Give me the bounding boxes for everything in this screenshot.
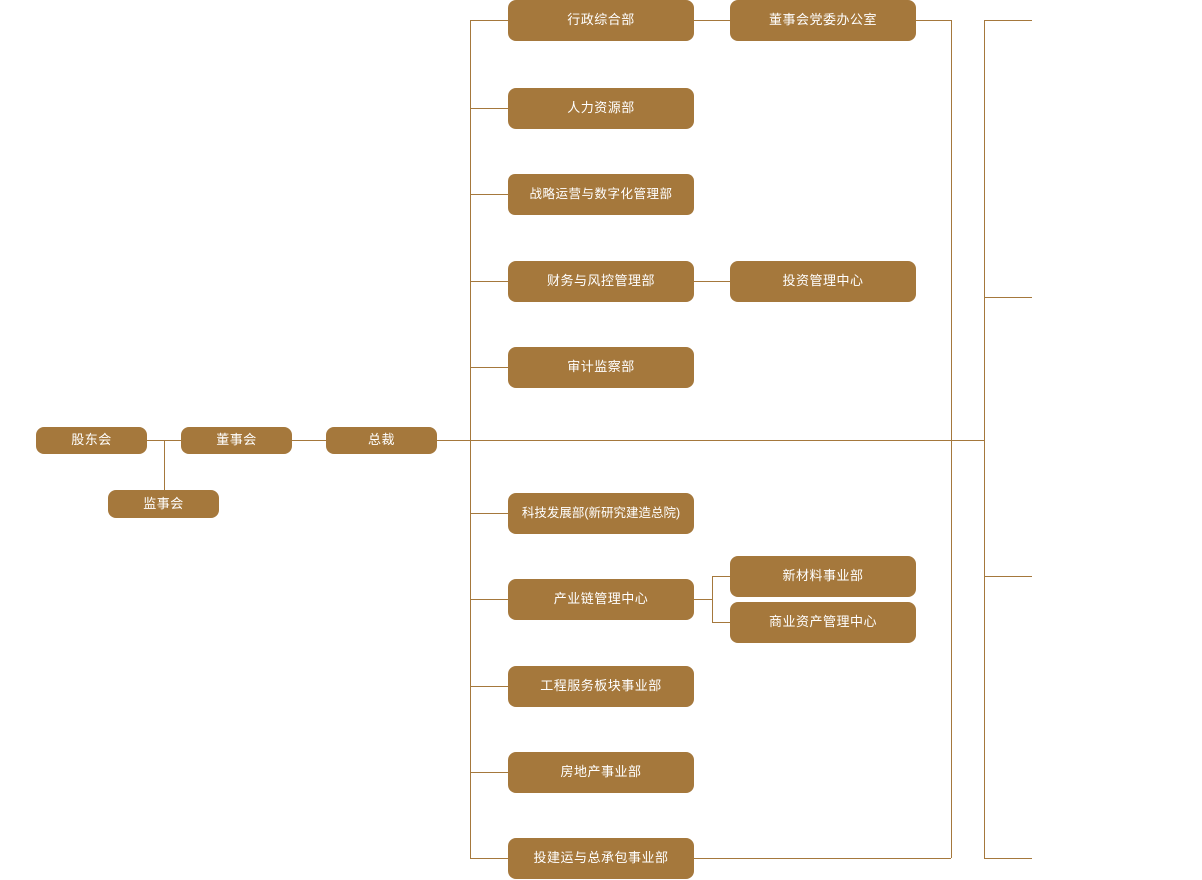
- connector-trunk-to-industry-chain: [470, 599, 508, 600]
- connector-trunk-to-strategy-digital: [470, 194, 508, 195]
- connector-industry-chain-bracket: [712, 576, 713, 622]
- connector-outer-right-rail: [984, 20, 985, 858]
- node-supervisory-board[interactable]: 监事会: [108, 490, 219, 518]
- node-real-estate-division[interactable]: 房地产事业部: [508, 752, 694, 793]
- node-shareholders-meeting[interactable]: 股东会: [36, 427, 147, 454]
- connector-president-spine: [437, 440, 984, 441]
- connector-bracket-to-commercial-assets: [712, 622, 730, 623]
- connector-board-to-president: [292, 440, 326, 441]
- connector-trunk-to-engineering-services: [470, 686, 508, 687]
- connector-outer-rail-stub-lower-mid: [984, 576, 1032, 577]
- node-administration-department[interactable]: 行政综合部: [508, 0, 694, 41]
- node-board-party-committee-office[interactable]: 董事会党委办公室: [730, 0, 916, 41]
- connector-trunk-to-tech-development: [470, 513, 508, 514]
- node-audit-supervision-department[interactable]: 审计监察部: [508, 347, 694, 388]
- node-board-of-directors[interactable]: 董事会: [181, 427, 292, 454]
- node-strategy-digital-department[interactable]: 战略运营与数字化管理部: [508, 174, 694, 215]
- node-invest-build-epc-division[interactable]: 投建运与总承包事业部: [508, 838, 694, 879]
- connector-trunk-to-administration: [470, 20, 508, 21]
- node-investment-management-center[interactable]: 投资管理中心: [730, 261, 916, 302]
- node-engineering-services-division[interactable]: 工程服务板块事业部: [508, 666, 694, 707]
- node-industry-chain-management-center[interactable]: 产业链管理中心: [508, 579, 694, 620]
- connector-trunk-to-audit-supervision: [470, 367, 508, 368]
- connector-bracket-to-new-materials: [712, 576, 730, 577]
- connector-trunk-to-invest-build-epc: [470, 858, 508, 859]
- connector-trunk-to-real-estate: [470, 772, 508, 773]
- connector-main-trunk: [470, 20, 471, 858]
- node-commercial-assets-management-center[interactable]: 商业资产管理中心: [730, 602, 916, 643]
- connector-outer-rail-stub-bottom: [984, 858, 1032, 859]
- connector-finance-to-investment-center: [694, 281, 730, 282]
- connector-inner-right-rail: [951, 20, 952, 858]
- connector-to-supervisory-board: [164, 440, 165, 490]
- connector-inner-rail-bottom: [694, 858, 951, 859]
- connector-industry-chain-stub: [694, 599, 712, 600]
- connector-outer-rail-stub-upper-mid: [984, 297, 1032, 298]
- connector-administration-to-party-office: [694, 20, 730, 21]
- connector-trunk-to-finance-risk: [470, 281, 508, 282]
- node-human-resources-department[interactable]: 人力资源部: [508, 88, 694, 129]
- node-president[interactable]: 总裁: [326, 427, 437, 454]
- node-tech-development-department[interactable]: 科技发展部(新研究建造总院): [508, 493, 694, 534]
- connector-outer-rail-stub-top: [984, 20, 1032, 21]
- node-new-materials-division[interactable]: 新材料事业部: [730, 556, 916, 597]
- connector-party-office-to-inner-rail: [916, 20, 951, 21]
- connector-trunk-to-human-resources: [470, 108, 508, 109]
- node-finance-risk-department[interactable]: 财务与风控管理部: [508, 261, 694, 302]
